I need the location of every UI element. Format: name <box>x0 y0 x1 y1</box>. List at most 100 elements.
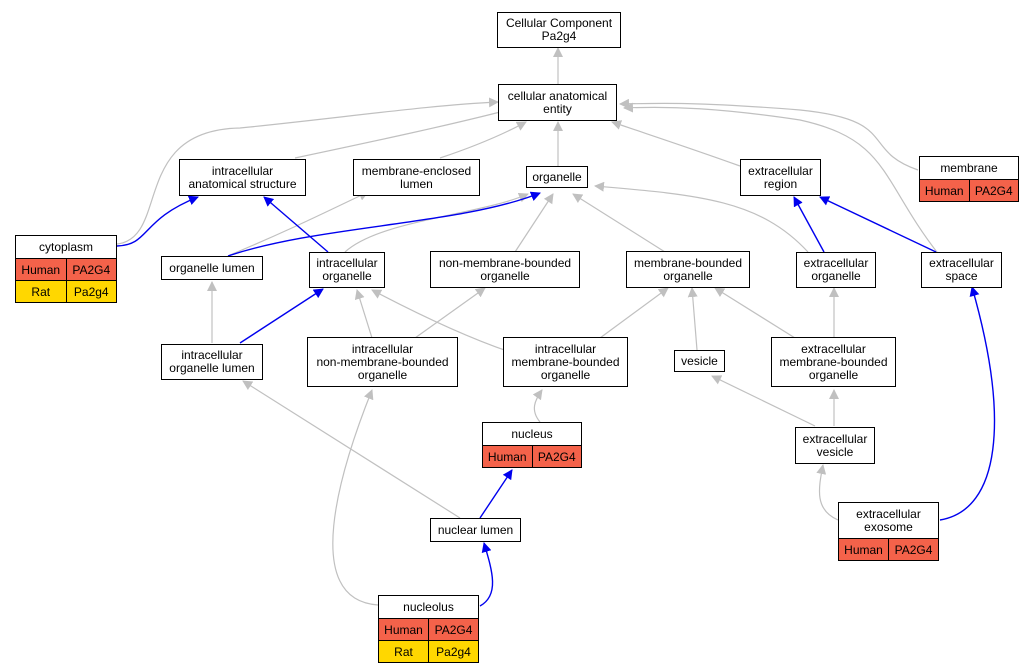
rat-gene-row[interactable]: Rat Pa2g4 <box>379 640 478 662</box>
node-organelle[interactable]: organelle <box>526 166 588 188</box>
edge-exosome-to-ecspace <box>939 286 996 521</box>
node-label-line: extracellular <box>803 256 869 270</box>
node-title: nucleus <box>483 423 581 446</box>
node-label-line: Cellular Component <box>505 16 613 30</box>
edge-cytoplasm-to-ias <box>116 195 199 247</box>
human-gene-row[interactable]: Human PA2G4 <box>16 259 116 280</box>
edge-inmbo-to-iorg <box>354 289 373 339</box>
gene-symbol-cell[interactable]: Pa2g4 <box>65 281 117 302</box>
human-gene-row[interactable]: Human PA2G4 <box>839 539 938 560</box>
node-title-line: cytoplasm <box>38 239 94 254</box>
node-title-line: nucleus <box>511 426 553 441</box>
node-label-line: organelle <box>357 367 408 382</box>
edge-exosome-to-ecves <box>816 464 839 521</box>
node-vesicle[interactable]: vesicle <box>674 350 725 372</box>
gene-symbol-cell[interactable]: PA2G4 <box>968 180 1019 201</box>
edge-iorg-to-ias <box>263 196 329 253</box>
node-nuclear-lumen[interactable]: nuclear lumen <box>430 518 521 542</box>
node-organelle-lumen[interactable]: organelle lumen <box>161 256 263 280</box>
edge-mbo-to-organelle <box>572 193 666 253</box>
edge-ecves-to-vesicle <box>711 375 816 427</box>
node-label-line: lumen <box>400 176 433 191</box>
node-label-line: intracellular <box>316 256 378 270</box>
node-label-line: vesicle <box>681 353 718 368</box>
species-cell: Human <box>21 262 61 277</box>
edge-nlumen-to-iol <box>242 380 461 519</box>
node-title: nucleolus <box>379 596 478 619</box>
node-label-line: extracellular <box>929 256 994 270</box>
node-label-line: extracellular <box>802 431 868 446</box>
node-label-line: nuclear lumen <box>437 522 514 537</box>
gene-symbol-cell[interactable]: PA2G4 <box>428 619 478 640</box>
node-title-line: membrane <box>940 160 998 175</box>
node-label-line: intracellular <box>351 341 414 356</box>
edge-ecr-to-cae <box>611 120 741 167</box>
edge-ecorg-to-organelle <box>594 181 809 253</box>
node-label-line: Pa2g4 <box>541 29 577 43</box>
species-cell: Rat <box>394 644 413 659</box>
gene-symbol-cell[interactable]: Pa2g4 <box>428 641 478 662</box>
node-title: cytoplasm <box>16 236 116 259</box>
edge-mel-to-cae <box>439 121 527 159</box>
node-label-line: entity <box>543 101 572 116</box>
node-label-line: intracellular <box>534 341 597 356</box>
node-label-line: membrane-enclosed <box>361 163 472 178</box>
node-label-line: organelle <box>808 367 859 382</box>
node-label-line: organelle lumen <box>169 361 255 375</box>
node-label-line: organelle <box>811 269 861 283</box>
node-label-line: membrane-bounded <box>633 255 743 270</box>
node-label-line: non-membrane-bounded <box>438 255 572 270</box>
edge-ecspace-to-cae <box>623 102 941 257</box>
species-cell: Human <box>844 542 883 557</box>
edge-iol-to-iorg <box>239 288 324 344</box>
node-label-line: organelle <box>532 169 582 184</box>
human-gene-row[interactable]: Human PA2G4 <box>379 619 478 640</box>
node-label-line: anatomical structure <box>188 176 297 191</box>
node-label-line: vesicle <box>816 444 854 459</box>
edge-nucleus-to-imbo <box>532 389 543 423</box>
edge-olumen-to-organelle <box>227 191 541 257</box>
node-title: membrane <box>920 157 1018 180</box>
human-gene-row[interactable]: Human PA2G4 <box>483 446 581 467</box>
species-cell: Human <box>384 622 423 637</box>
species-cell: Human <box>487 449 527 464</box>
edge-nlumen-to-nucleus <box>479 469 513 519</box>
edge-ecspace-to-ecr <box>819 196 937 253</box>
node-label-line: organelle <box>540 367 591 382</box>
node-label-line: membrane-bounded <box>511 354 620 369</box>
edge-ecmbo-to-mbo <box>714 287 796 339</box>
edge-vesicle-to-mbo <box>687 287 698 351</box>
edge-ias-to-cae <box>294 107 509 159</box>
gene-symbol-cell[interactable]: PA2G4 <box>65 259 117 280</box>
edge-cytoplasm-to-cae <box>116 97 499 245</box>
gene-symbol-cell[interactable]: PA2G4 <box>531 446 582 467</box>
node-label-line: organelle lumen <box>169 260 255 275</box>
gene-symbol-cell[interactable]: PA2G4 <box>888 539 938 560</box>
edge-iorg-to-organelle <box>344 193 529 253</box>
